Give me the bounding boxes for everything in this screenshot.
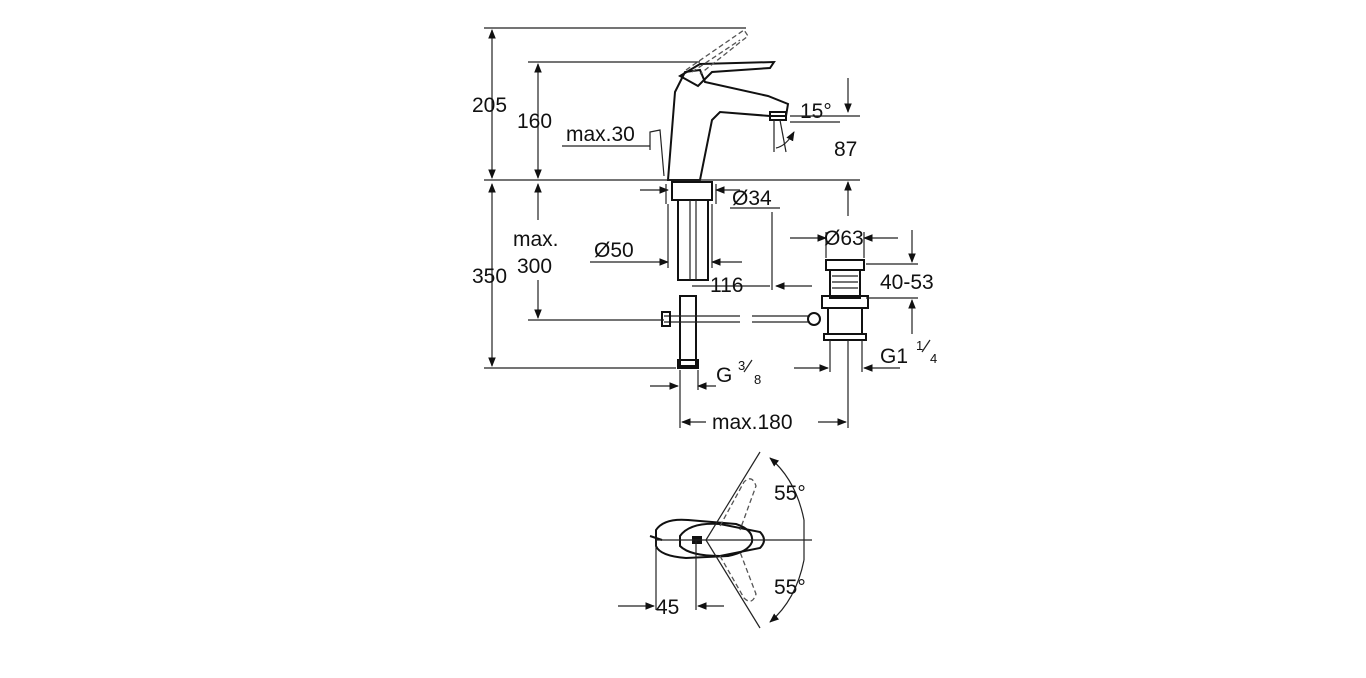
dim-label-15deg: 15°: [800, 100, 832, 123]
dim-label-45: 45: [656, 596, 679, 619]
dim-label-g1: G1: [880, 345, 908, 368]
pop-up-waste: [821, 259, 869, 341]
dim-label-300: 300: [517, 255, 552, 278]
dim-205: [484, 27, 746, 179]
dim-label-205: 205: [472, 94, 507, 117]
dim-55deg-bottom-arc: [769, 559, 805, 623]
dim-160: [528, 61, 700, 179]
dim-label-dia63: Ø63: [824, 227, 864, 250]
dim-15deg-arc: [775, 131, 795, 149]
dim-label-87: 87: [834, 138, 857, 161]
dim-label-55deg-top: 55°: [774, 482, 806, 505]
faucet-top-view: [649, 451, 812, 629]
dim-label-max30: max.30: [566, 123, 635, 146]
drain-linkage: [661, 311, 821, 327]
dim-label-116: 116: [710, 274, 743, 297]
dim-label-g1-num: 1: [916, 338, 923, 353]
dim-label-dia34: Ø34: [732, 187, 772, 210]
dim-label-g: G: [716, 364, 732, 387]
dim-label-g-den: 8: [754, 372, 761, 387]
dim-label-max180: max.180: [712, 411, 793, 434]
faucet-shank: [671, 181, 713, 369]
dim-label-350: 350: [472, 265, 507, 288]
faucet-side-view: [649, 29, 790, 181]
dim-label-55deg-bottom: 55°: [774, 576, 806, 599]
dim-label-160: 160: [517, 110, 552, 133]
dim-label-g1-den: 4: [930, 351, 937, 366]
dim-label-40-53: 40-53: [880, 271, 934, 294]
dim-label-max: max.: [513, 228, 559, 251]
dim-label-dia50: Ø50: [594, 239, 634, 262]
dim-label-g-num: 3: [738, 358, 745, 373]
dim-55deg-top-arc: [769, 457, 805, 521]
